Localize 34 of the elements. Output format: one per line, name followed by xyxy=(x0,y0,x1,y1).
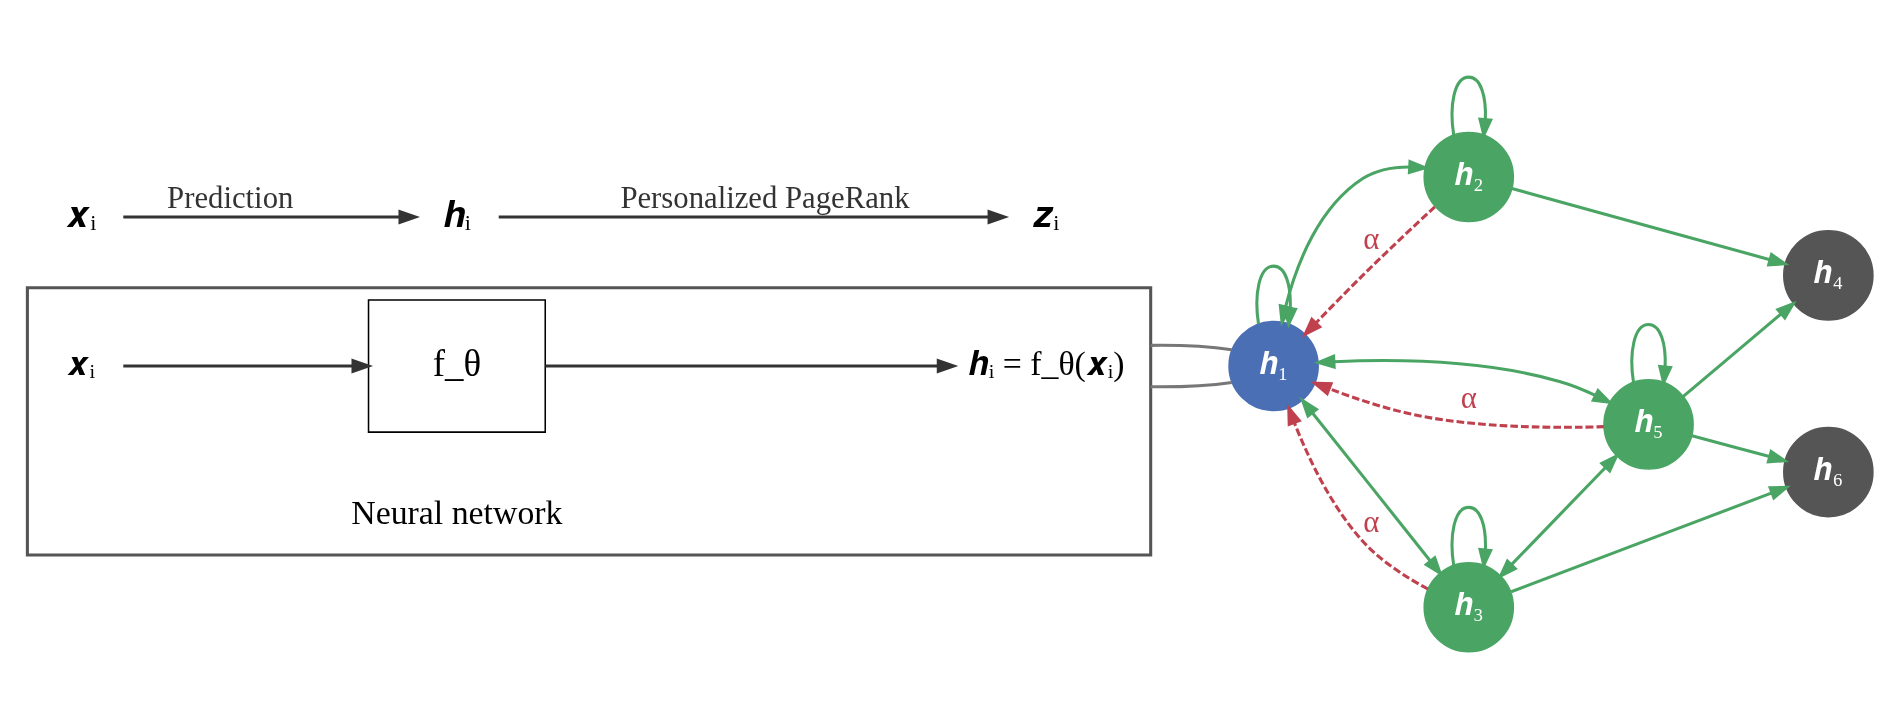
arrow xyxy=(545,358,959,374)
edge-label: α xyxy=(1363,221,1380,256)
arrow xyxy=(1497,452,1620,579)
node-circle: 𝒉₄ xyxy=(1783,229,1874,321)
arrow xyxy=(498,208,1010,225)
node-circle: 𝒉₁ xyxy=(1228,320,1319,411)
node-circle: 𝒉₅ xyxy=(1603,378,1694,470)
node-circle: 𝒉₃ xyxy=(1423,561,1515,653)
arrow xyxy=(123,358,374,374)
arrow xyxy=(1299,396,1443,577)
node-circle: 𝒉₂ xyxy=(1423,131,1515,222)
connector xyxy=(1150,343,1232,351)
arrow xyxy=(1691,433,1790,464)
arrow xyxy=(1301,205,1436,338)
arrow xyxy=(1510,485,1791,593)
edge-label: Prediction xyxy=(167,180,294,215)
node-label: Neural network xyxy=(351,493,563,531)
node-text: 𝒙ᵢ xyxy=(67,344,95,382)
edge-label: α xyxy=(1460,380,1477,415)
arrow xyxy=(1310,380,1604,429)
arrow xyxy=(1511,186,1790,267)
cluster xyxy=(25,285,1153,557)
arrow xyxy=(1287,403,1429,590)
arrow xyxy=(123,208,421,225)
node-circle: 𝒉₆ xyxy=(1783,426,1874,517)
edge-label: Personalized PageRank xyxy=(620,180,910,215)
node-text: 𝒉ᵢ xyxy=(442,193,471,235)
node-box: f_θ xyxy=(367,298,546,433)
arrow xyxy=(1682,300,1797,398)
edge-label: α xyxy=(1363,504,1380,539)
node-text: 𝒛ᵢ xyxy=(1033,193,1060,235)
node-text: 𝒉ᵢ = f_θ(𝒙ᵢ) xyxy=(967,344,1125,382)
connector xyxy=(1150,380,1232,388)
node-text: 𝒙ᵢ xyxy=(66,193,97,235)
